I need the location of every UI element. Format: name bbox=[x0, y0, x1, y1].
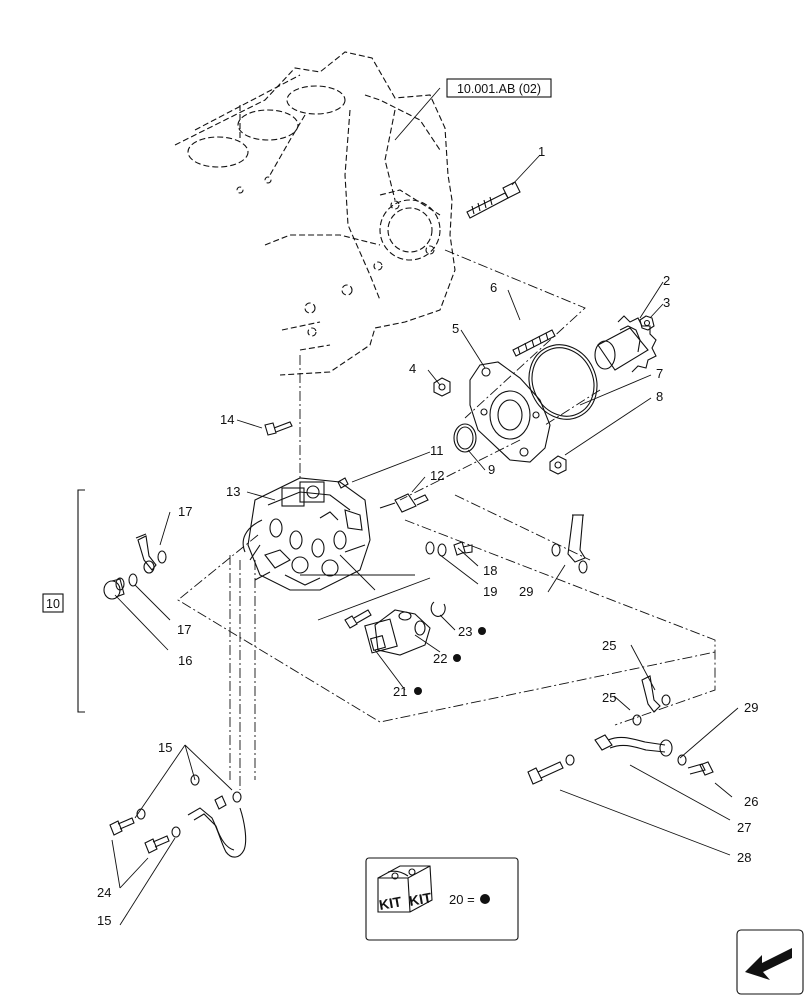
solenoid-22 bbox=[364, 609, 431, 656]
fitting-17-upper bbox=[135, 533, 167, 574]
arrow-nav-box bbox=[736, 929, 804, 995]
alignment-lines bbox=[177, 249, 716, 790]
bolt-14 bbox=[264, 421, 293, 436]
callout-15a: 15 bbox=[158, 740, 172, 755]
bolt-28 bbox=[527, 761, 564, 785]
callout-29b: 29 bbox=[744, 700, 758, 715]
callout-4: 4 bbox=[409, 361, 416, 376]
flange-5 bbox=[469, 361, 551, 463]
reference-label: 10.001.AB (02) bbox=[457, 82, 541, 96]
kit-bullet-22 bbox=[453, 654, 461, 662]
elbow-29-upper bbox=[551, 514, 588, 574]
callout-14: 14 bbox=[220, 412, 234, 427]
nut-3 bbox=[639, 315, 655, 331]
callout-21: 21 bbox=[393, 684, 407, 699]
navigation-arrow-icon bbox=[745, 948, 792, 980]
stud-6 bbox=[512, 329, 556, 357]
sensor-12 bbox=[379, 493, 429, 513]
callout-22: 22 bbox=[433, 651, 447, 666]
callout-17a: 17 bbox=[178, 504, 192, 519]
plug-16 bbox=[103, 573, 138, 600]
callout-numbers: 1 2 3 6 5 4 7 8 14 11 9 12 13 17 18 19 2… bbox=[97, 144, 758, 928]
o-ring-9 bbox=[453, 423, 477, 453]
pin-11 bbox=[337, 477, 349, 489]
callout-16: 16 bbox=[178, 653, 192, 668]
callout-26: 26 bbox=[744, 794, 758, 809]
o-ring-7-inner bbox=[531, 347, 595, 417]
o-ring-9-inner bbox=[456, 426, 474, 450]
callout-23: 23 bbox=[458, 624, 472, 639]
callout-11: 11 bbox=[430, 443, 444, 458]
callout-24: 24 bbox=[97, 885, 111, 900]
callout-17b: 17 bbox=[177, 622, 191, 637]
gear-2 bbox=[594, 315, 657, 373]
bolt-26 bbox=[677, 754, 714, 776]
o-ring-7 bbox=[528, 344, 598, 420]
bolt-1 bbox=[466, 181, 521, 219]
callout-12: 12 bbox=[430, 468, 444, 483]
callout-9: 9 bbox=[488, 462, 495, 477]
callout-18: 18 bbox=[483, 563, 497, 578]
kit-bullet-23 bbox=[478, 627, 486, 635]
callout-29a: 29 bbox=[519, 584, 533, 599]
reference-box bbox=[446, 78, 552, 98]
callout-19: 19 bbox=[483, 584, 497, 599]
callout-6: 6 bbox=[490, 280, 497, 295]
kit-icon-box bbox=[365, 857, 519, 941]
callout-25a: 25 bbox=[602, 638, 616, 653]
callout-15b: 15 bbox=[97, 913, 111, 928]
pump-13 bbox=[242, 477, 371, 591]
ring-23 bbox=[430, 601, 446, 617]
callout-8: 8 bbox=[656, 389, 663, 404]
group-bracket bbox=[77, 489, 85, 713]
kit-label-1: KIT bbox=[378, 893, 403, 913]
pipe-27 bbox=[565, 714, 673, 766]
group-label: 10 bbox=[46, 597, 60, 611]
callout-1: 1 bbox=[538, 144, 545, 159]
leader-lines bbox=[111, 87, 739, 926]
kit-bullet-legend bbox=[480, 894, 490, 904]
kit-label-2: KIT bbox=[408, 889, 433, 909]
kit-legend: 20 = bbox=[449, 892, 475, 907]
kit-bullet-21 bbox=[414, 687, 422, 695]
engine-block bbox=[174, 51, 456, 376]
callout-7: 7 bbox=[656, 366, 663, 381]
elbow-25-upper bbox=[641, 675, 671, 713]
nut-8 bbox=[549, 455, 567, 475]
fitting-18 bbox=[425, 541, 473, 557]
callout-3: 3 bbox=[663, 295, 670, 310]
callout-27: 27 bbox=[737, 820, 751, 835]
return-pipe-15 bbox=[109, 774, 247, 858]
callout-2: 2 bbox=[663, 273, 670, 288]
callout-28: 28 bbox=[737, 850, 751, 865]
nut-4 bbox=[433, 377, 451, 397]
bolt-21 bbox=[344, 609, 372, 629]
callout-25b: 25 bbox=[602, 690, 616, 705]
callout-5: 5 bbox=[452, 321, 459, 336]
callout-13: 13 bbox=[226, 484, 240, 499]
group-box bbox=[42, 593, 64, 613]
